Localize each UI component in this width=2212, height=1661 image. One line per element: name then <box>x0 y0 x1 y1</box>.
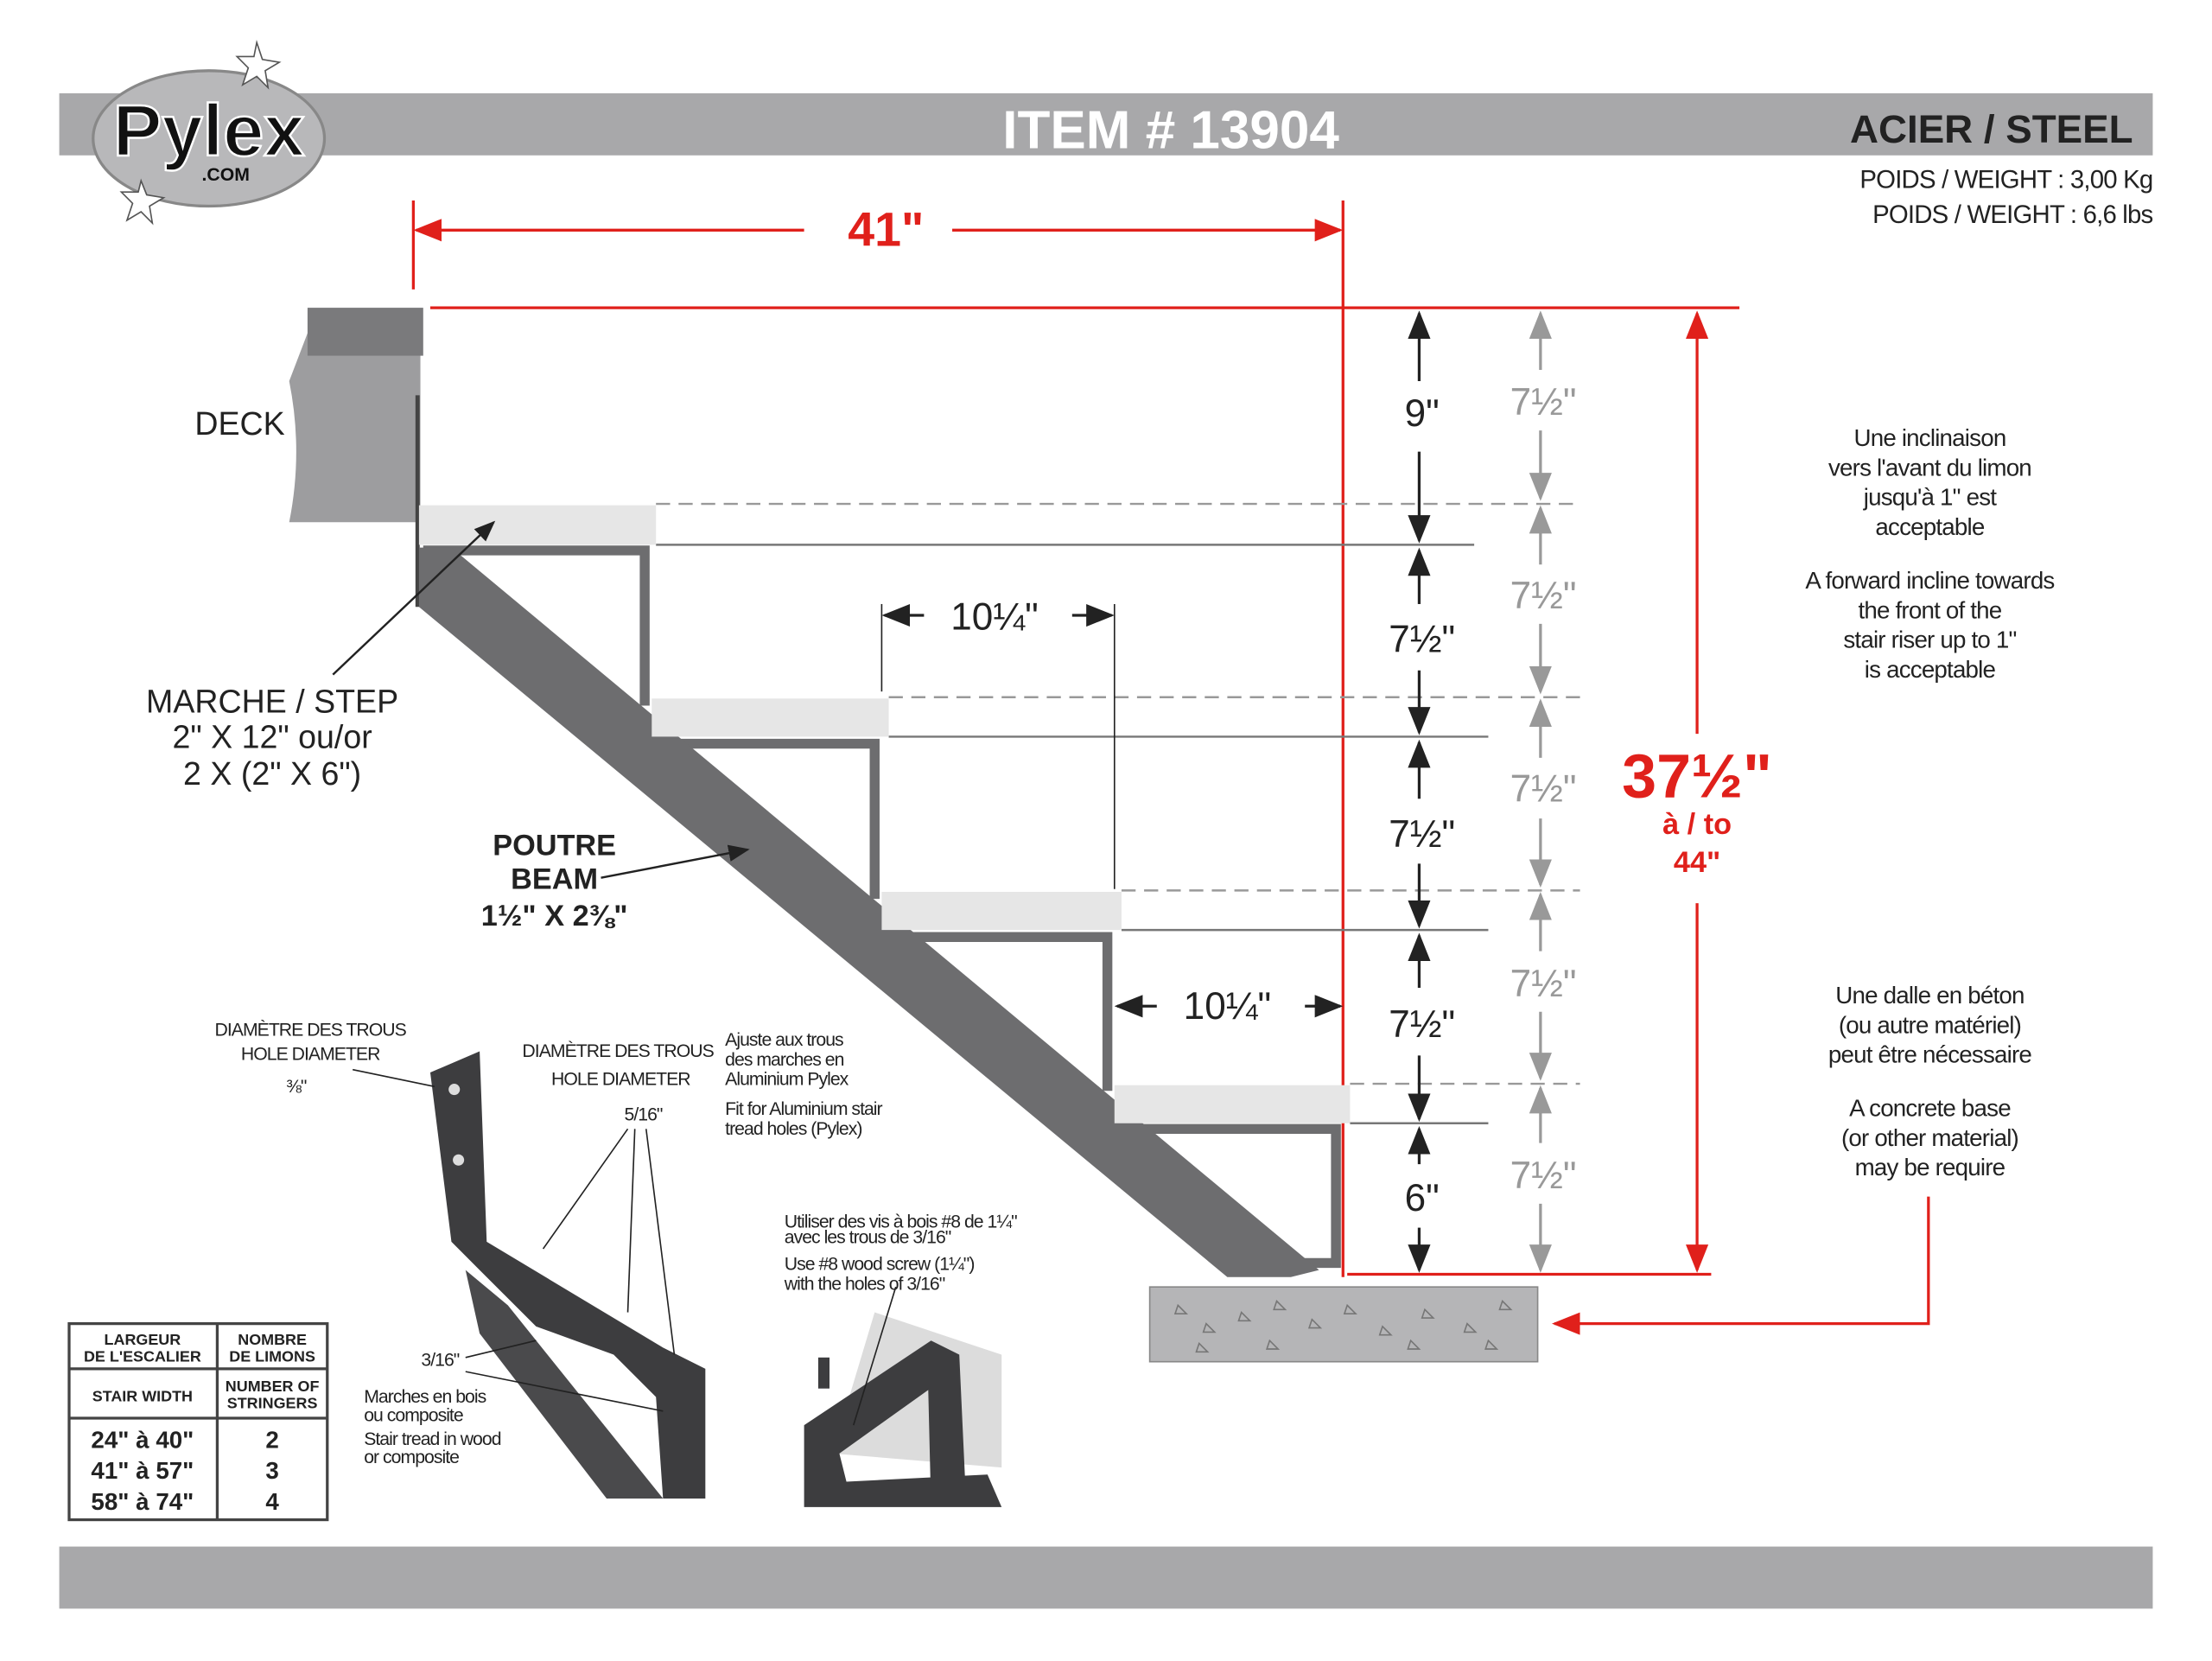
deck: DECK <box>194 308 423 608</box>
svg-text:10¼": 10¼" <box>1184 985 1271 1028</box>
svg-text:ou composite: ou composite <box>364 1405 463 1425</box>
svg-text:POUTRE: POUTRE <box>493 830 616 862</box>
wood-tread-detail: Utiliser des vis à bois #8 de 1¼" avec l… <box>784 1212 1018 1507</box>
svg-text:is acceptable: is acceptable <box>1865 656 1996 683</box>
material: ACIER / STEEL <box>1850 107 2133 151</box>
svg-text:DE LIMONS: DE LIMONS <box>229 1348 315 1365</box>
incline-note: Une inclinaison vers l'avant du limon ju… <box>1805 424 2055 683</box>
svg-text:jusqu'à 1" est: jusqu'à 1" est <box>1863 484 1997 511</box>
treads <box>418 505 1351 1123</box>
svg-text:BEAM: BEAM <box>511 863 598 896</box>
svg-text:7½": 7½" <box>1389 813 1455 856</box>
guide-lines <box>656 502 1580 1124</box>
svg-text:Use #8 wood screw (1¼"): Use #8 wood screw (1¼") <box>785 1255 975 1275</box>
svg-text:peut être nécessaire: peut être nécessaire <box>1828 1041 2032 1068</box>
svg-text:Fit for Aluminium stair: Fit for Aluminium stair <box>725 1099 882 1119</box>
svg-text:1½" X 2⅜": 1½" X 2⅜" <box>481 900 628 932</box>
svg-text:or composite: or composite <box>364 1448 459 1467</box>
svg-text:NOMBRE: NOMBRE <box>238 1331 307 1348</box>
svg-text:2" X 12" ou/or: 2" X 12" ou/or <box>172 718 372 754</box>
svg-text:7½": 7½" <box>1510 1155 1577 1197</box>
footer-band <box>59 1546 2153 1609</box>
svg-text:acceptable: acceptable <box>1875 513 1984 540</box>
svg-text:10¼": 10¼" <box>950 595 1038 638</box>
svg-text:des marches en: des marches en <box>725 1050 843 1070</box>
svg-text:6": 6" <box>1405 1177 1440 1219</box>
svg-text:Une dalle en béton: Une dalle en béton <box>1835 982 2024 1009</box>
svg-text:vers l'avant du limon: vers l'avant du limon <box>1828 454 2031 480</box>
table-row: 41" à 57" <box>91 1457 194 1484</box>
svg-text:avec les trous de 3/16": avec les trous de 3/16" <box>785 1228 951 1248</box>
svg-text:à / to: à / to <box>1662 808 1732 841</box>
svg-text:7½": 7½" <box>1510 381 1577 423</box>
beam-pointer <box>601 844 750 879</box>
svg-text:A forward incline towards: A forward incline towards <box>1805 567 2054 594</box>
svg-text:Une inclinaison: Une inclinaison <box>1853 424 2005 451</box>
width-label: 41" <box>848 202 924 256</box>
svg-text:stair riser up to 1": stair riser up to 1" <box>1843 627 2016 653</box>
svg-text:2 X (2" X 6"): 2 X (2" X 6") <box>183 755 361 792</box>
svg-text:HOLE DIAMETER: HOLE DIAMETER <box>241 1044 380 1064</box>
svg-text:7½": 7½" <box>1389 1003 1455 1046</box>
weight-kg: POIDS / WEIGHT : 3,00 Kg <box>1859 165 2152 194</box>
svg-text:44": 44" <box>1674 846 1720 879</box>
svg-text:Stair tread in wood: Stair tread in wood <box>364 1429 500 1449</box>
svg-text:7½": 7½" <box>1389 618 1455 660</box>
svg-text:.COM: .COM <box>202 165 250 185</box>
svg-text:3: 3 <box>265 1457 278 1484</box>
svg-text:7½": 7½" <box>1510 768 1577 811</box>
svg-text:may be require: may be require <box>1855 1154 2005 1181</box>
step-pointer <box>332 520 496 676</box>
svg-text:LARGEUR: LARGEUR <box>105 1331 181 1348</box>
svg-text:3/16": 3/16" <box>421 1351 459 1371</box>
svg-text:STAIR WIDTH: STAIR WIDTH <box>92 1387 193 1404</box>
svg-text:with the holes of 3/16": with the holes of 3/16" <box>784 1274 945 1294</box>
stringer-detail: DIAMÈTRE DES TROUS HOLE DIAMETER ⅜" DIAM… <box>215 1019 884 1499</box>
svg-text:9": 9" <box>1405 392 1440 435</box>
svg-text:MARCHE / STEP: MARCHE / STEP <box>146 684 398 720</box>
svg-text:5/16": 5/16" <box>625 1105 663 1125</box>
svg-text:Aluminium Pylex: Aluminium Pylex <box>725 1070 849 1090</box>
svg-text:37½": 37½" <box>1622 742 1772 811</box>
svg-text:Pylex: Pylex <box>113 89 305 171</box>
item-number: ITEM # 13904 <box>1002 101 1339 161</box>
svg-text:A concrete base: A concrete base <box>1849 1095 2011 1122</box>
run-dimensions: 10¼" 10¼" <box>880 595 1344 1028</box>
deck-label: DECK <box>194 405 284 442</box>
stringer-beam <box>418 547 1319 1277</box>
svg-text:4: 4 <box>265 1488 279 1515</box>
svg-text:(or other material): (or other material) <box>1841 1124 2018 1151</box>
base-note: Une dalle en béton (ou autre matériel) p… <box>1828 982 2032 1181</box>
svg-text:DE L'ESCALIER: DE L'ESCALIER <box>84 1348 201 1365</box>
svg-text:STRINGERS: STRINGERS <box>227 1395 318 1412</box>
svg-text:NUMBER OF: NUMBER OF <box>226 1378 320 1395</box>
svg-text:⅜": ⅜" <box>286 1077 307 1097</box>
svg-text:Ajuste aux trous: Ajuste aux trous <box>725 1030 843 1050</box>
svg-text:DIAMÈTRE DES TROUS: DIAMÈTRE DES TROUS <box>215 1019 407 1041</box>
svg-text:tread holes (Pylex): tread holes (Pylex) <box>725 1119 861 1139</box>
svg-text:DIAMÈTRE DES TROUS: DIAMÈTRE DES TROUS <box>522 1040 714 1061</box>
height-dimension: 37½" à / to 44" <box>1622 310 1772 1273</box>
base-arrow <box>1551 1196 1930 1335</box>
svg-text:HOLE DIAMETER: HOLE DIAMETER <box>551 1070 690 1090</box>
header-band <box>59 92 2153 156</box>
stringer-count-table: LARGEUR DE L'ESCALIER NOMBRE DE LIMONS S… <box>67 1321 329 1522</box>
table-row: 24" à 40" <box>91 1426 194 1453</box>
weight-lbs: POIDS / WEIGHT : 6,6 lbs <box>1872 200 2152 229</box>
concrete-base <box>1148 1286 1539 1363</box>
svg-text:(ou autre matériel): (ou autre matériel) <box>1839 1011 2021 1038</box>
svg-text:2: 2 <box>265 1426 278 1453</box>
svg-text:7½": 7½" <box>1510 963 1577 1005</box>
svg-text:Marches en bois: Marches en bois <box>364 1387 486 1407</box>
svg-text:7½": 7½" <box>1510 575 1577 617</box>
pylex-logo: Pylex .COM <box>92 39 327 226</box>
svg-text:Utiliser des vis à bois #8 de: Utiliser des vis à bois #8 de 1¼" <box>785 1212 1017 1232</box>
table-row: 58" à 74" <box>91 1488 194 1515</box>
svg-text:the front of the: the front of the <box>1859 596 2002 623</box>
